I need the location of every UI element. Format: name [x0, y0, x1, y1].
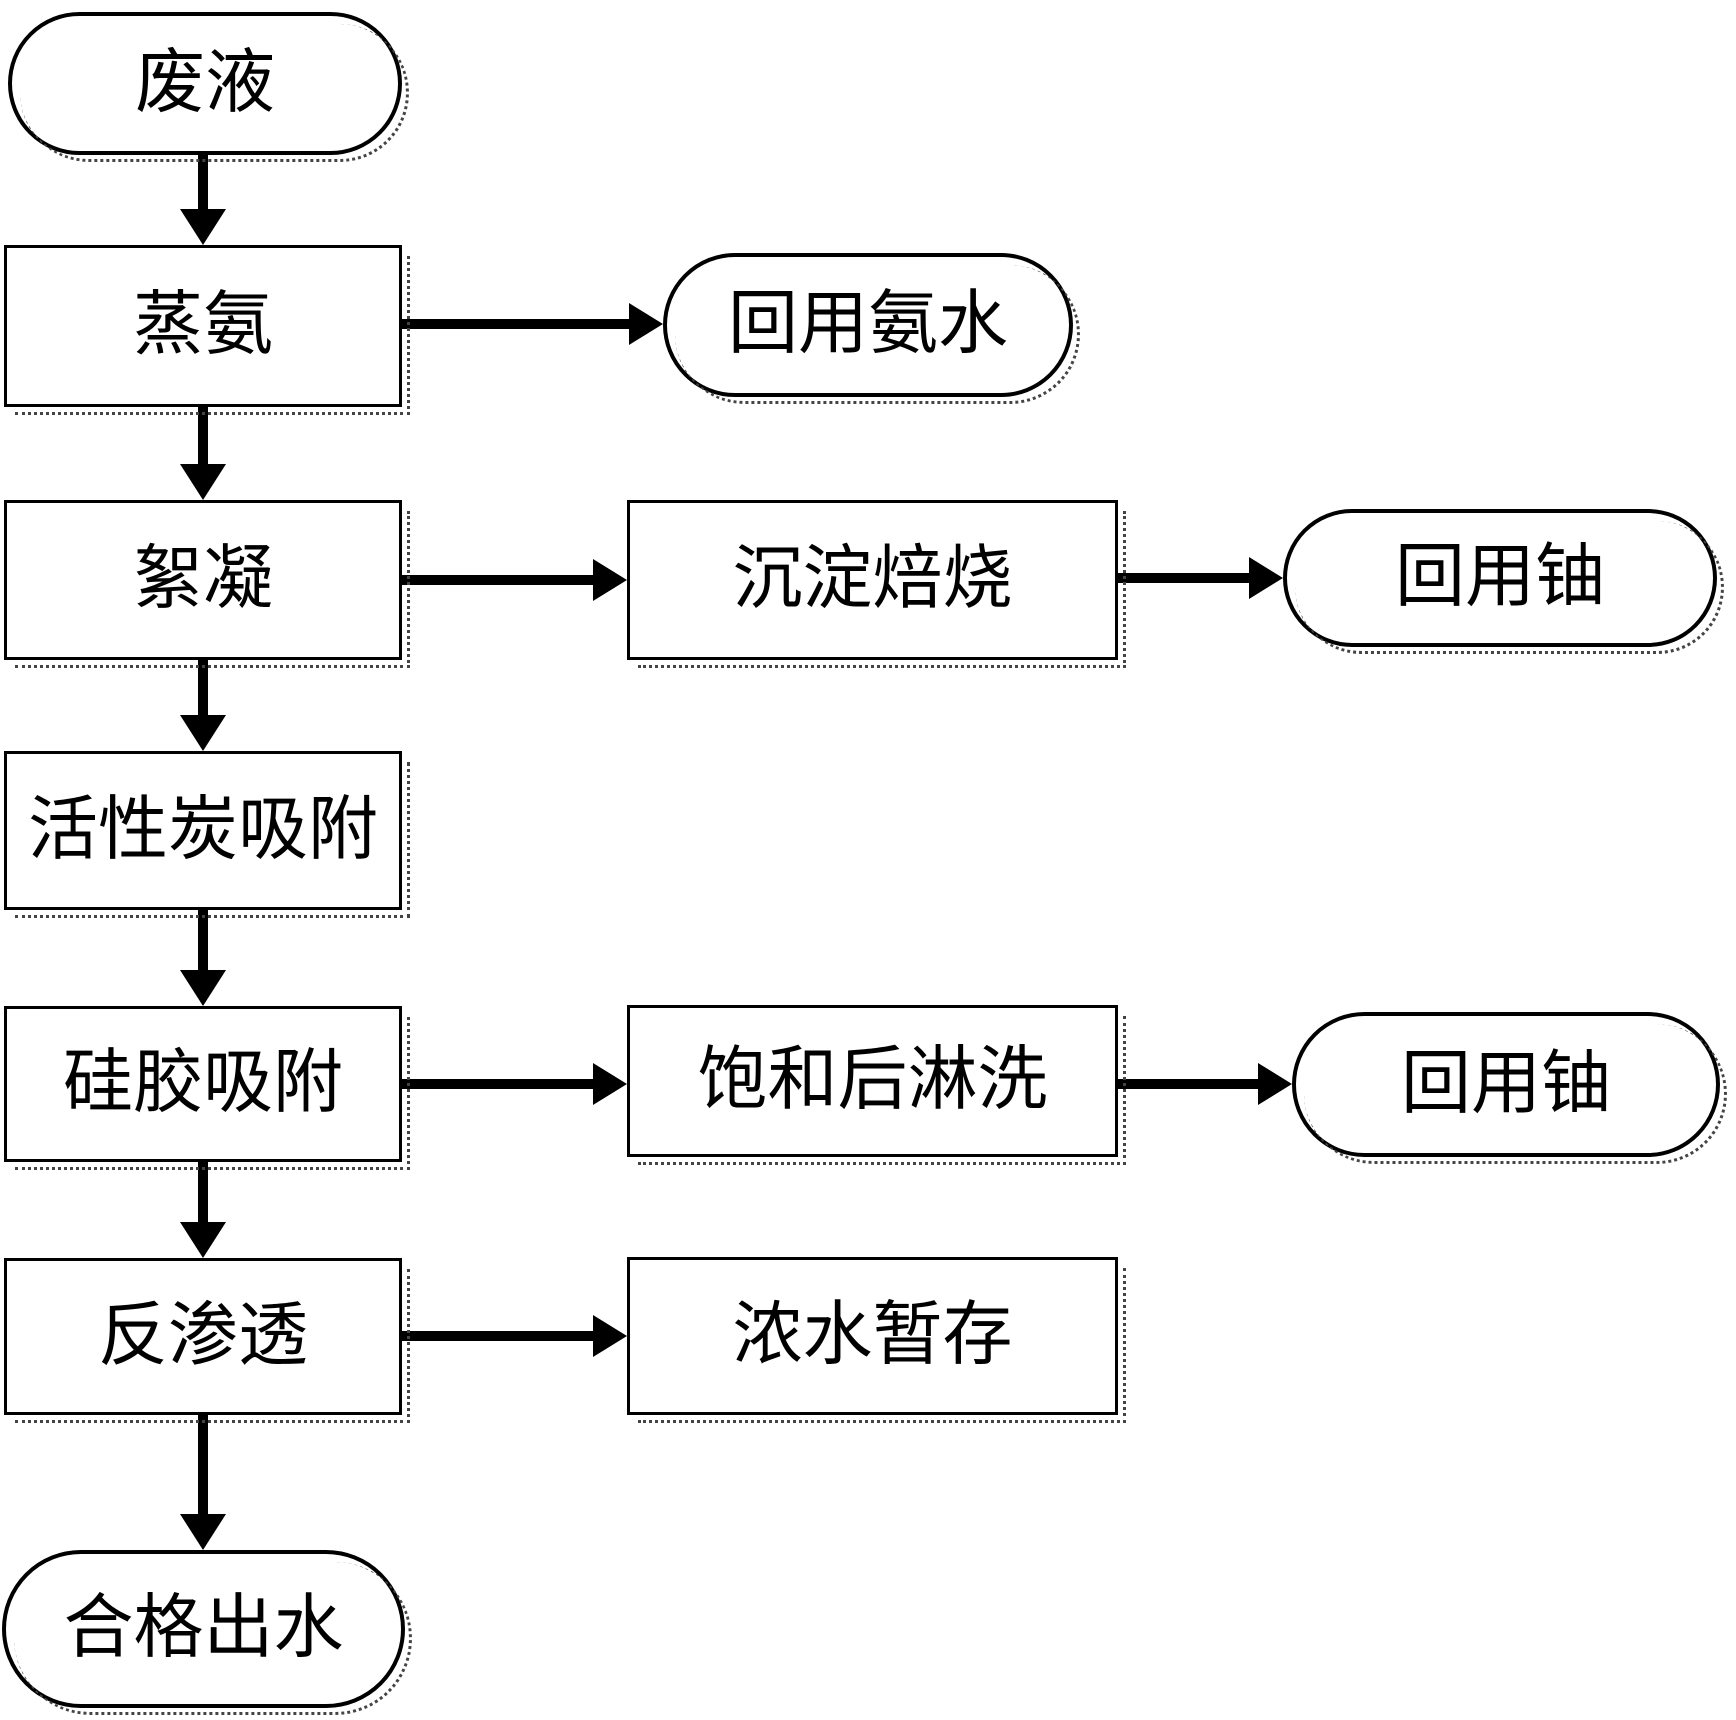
edge-distillation-to-flocculation-line	[198, 407, 208, 468]
edge-waste-to-distillation-line	[198, 155, 208, 213]
edge-waste-to-distillation-arrowhead	[180, 209, 226, 245]
edge-flocculation-to-roasting-line	[402, 575, 596, 585]
edge-osmosis-to-effluent-line	[198, 1415, 208, 1518]
edge-osmosis-to-concentrate-line	[402, 1331, 596, 1341]
edge-rinse-to-uranium2-line	[1118, 1079, 1261, 1089]
node-reverse-osmosis: 反渗透	[4, 1258, 410, 1423]
edge-silica-to-rinse-arrowhead	[593, 1063, 627, 1105]
node-qualified-effluent: 合格出水	[2, 1550, 412, 1715]
edge-distillation-to-ammonia-water-arrowhead	[629, 303, 663, 345]
edge-osmosis-to-concentrate-arrowhead	[593, 1315, 627, 1357]
node-recycled-ammonia-water: 回用氨水	[663, 253, 1080, 404]
node-recycled-uranium-1: 回用铀	[1283, 509, 1724, 654]
edge-carbon-to-silica-line	[198, 910, 208, 974]
node-recycled-uranium-2: 回用铀	[1292, 1012, 1727, 1164]
node-post-saturation-rinse: 饱和后淋洗	[627, 1005, 1126, 1165]
edge-roasting-to-uranium1-arrowhead	[1249, 557, 1283, 599]
edge-carbon-to-silica-arrowhead	[180, 970, 226, 1006]
edge-osmosis-to-effluent-arrowhead	[180, 1514, 226, 1550]
edge-roasting-to-uranium1-line	[1118, 573, 1252, 583]
edge-rinse-to-uranium2-arrowhead	[1258, 1063, 1292, 1105]
edge-silica-to-osmosis-arrowhead	[180, 1222, 226, 1258]
node-precipitate-roasting: 沉淀焙烧	[627, 500, 1126, 668]
edge-flocculation-to-carbon-arrowhead	[180, 715, 226, 751]
node-flocculation: 絮凝	[4, 500, 410, 668]
edge-flocculation-to-carbon-line	[198, 660, 208, 719]
node-concentrate-water-storage: 浓水暂存	[627, 1257, 1126, 1423]
edge-distillation-to-flocculation-arrowhead	[180, 464, 226, 500]
node-silica-gel-adsorption: 硅胶吸附	[4, 1006, 410, 1170]
edge-silica-to-rinse-line	[402, 1079, 596, 1089]
edge-flocculation-to-roasting-arrowhead	[593, 559, 627, 601]
edge-silica-to-osmosis-line	[198, 1162, 208, 1226]
node-ammonia-distillation: 蒸氨	[4, 245, 410, 415]
edge-distillation-to-ammonia-water-line	[402, 319, 632, 329]
node-waste-liquid: 废液	[8, 12, 409, 162]
node-activated-carbon-adsorption: 活性炭吸附	[4, 751, 410, 918]
